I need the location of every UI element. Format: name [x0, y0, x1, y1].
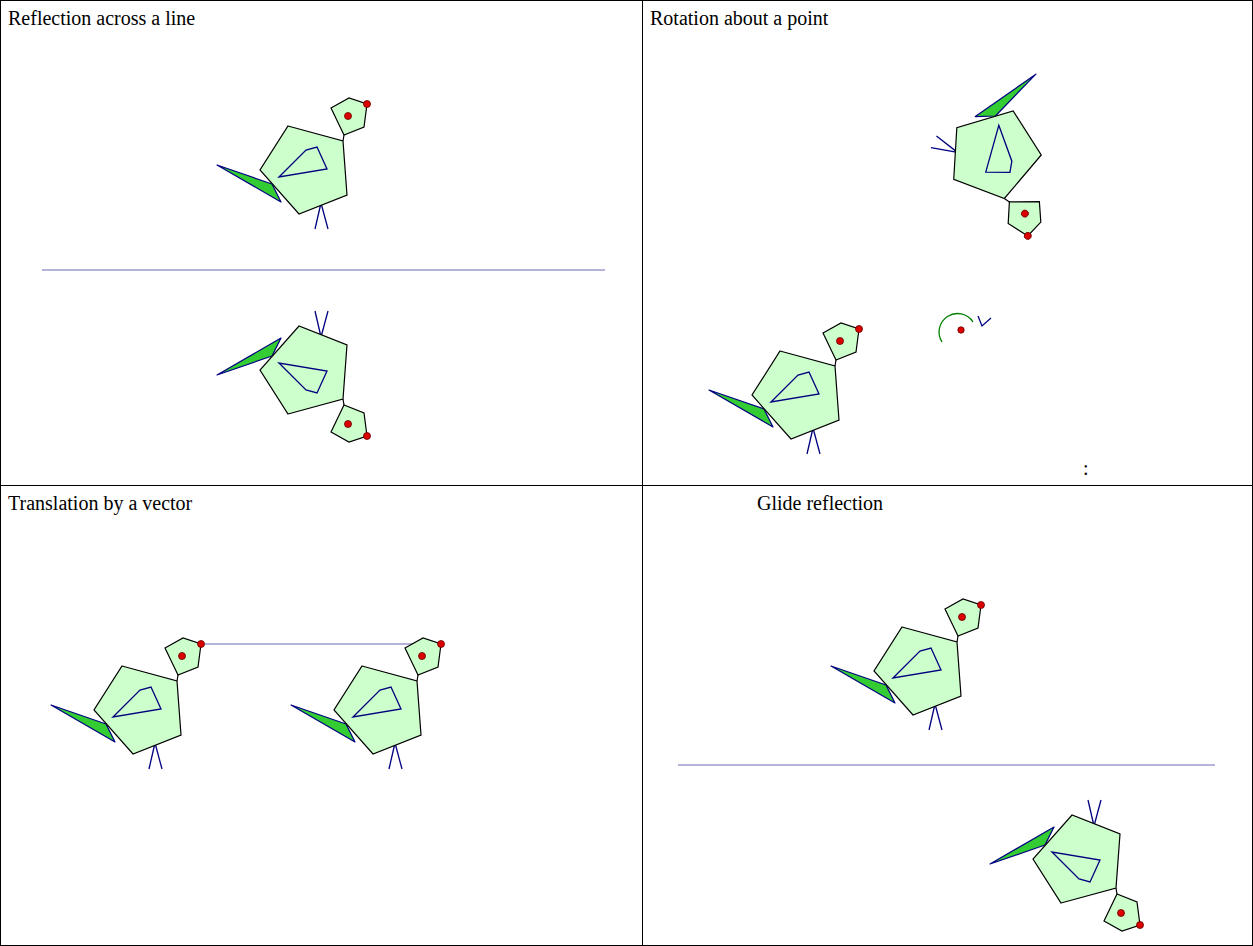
bird-figure	[831, 599, 985, 730]
table-cell: Glide reflection	[642, 485, 1253, 946]
bird-figure	[217, 98, 371, 229]
glide-axis	[678, 765, 1215, 766]
translation-vector	[201, 644, 436, 645]
rotation-arc	[939, 314, 973, 342]
mirror-line	[42, 270, 605, 271]
cell-heading: Reflection across a line	[8, 6, 195, 30]
cell-heading: Translation by a vector	[8, 491, 192, 515]
cell-heading: Rotation about a point	[650, 6, 828, 30]
table-cell: Translation by a vector	[0, 485, 643, 946]
bird-figure	[51, 638, 205, 769]
stray-mark: :	[1083, 456, 1089, 480]
bird-figure	[291, 638, 445, 769]
bird-figure	[709, 323, 863, 454]
table-cell: Reflection across a line	[0, 0, 643, 486]
rotation-arrowhead	[978, 316, 991, 326]
cell-heading: Glide reflection	[757, 491, 883, 515]
rotation-center	[958, 327, 964, 333]
bird-figure	[217, 311, 371, 442]
bird-figure	[913, 47, 1097, 241]
bird-figure	[990, 800, 1144, 931]
table-cell: Rotation about a point	[642, 0, 1253, 486]
